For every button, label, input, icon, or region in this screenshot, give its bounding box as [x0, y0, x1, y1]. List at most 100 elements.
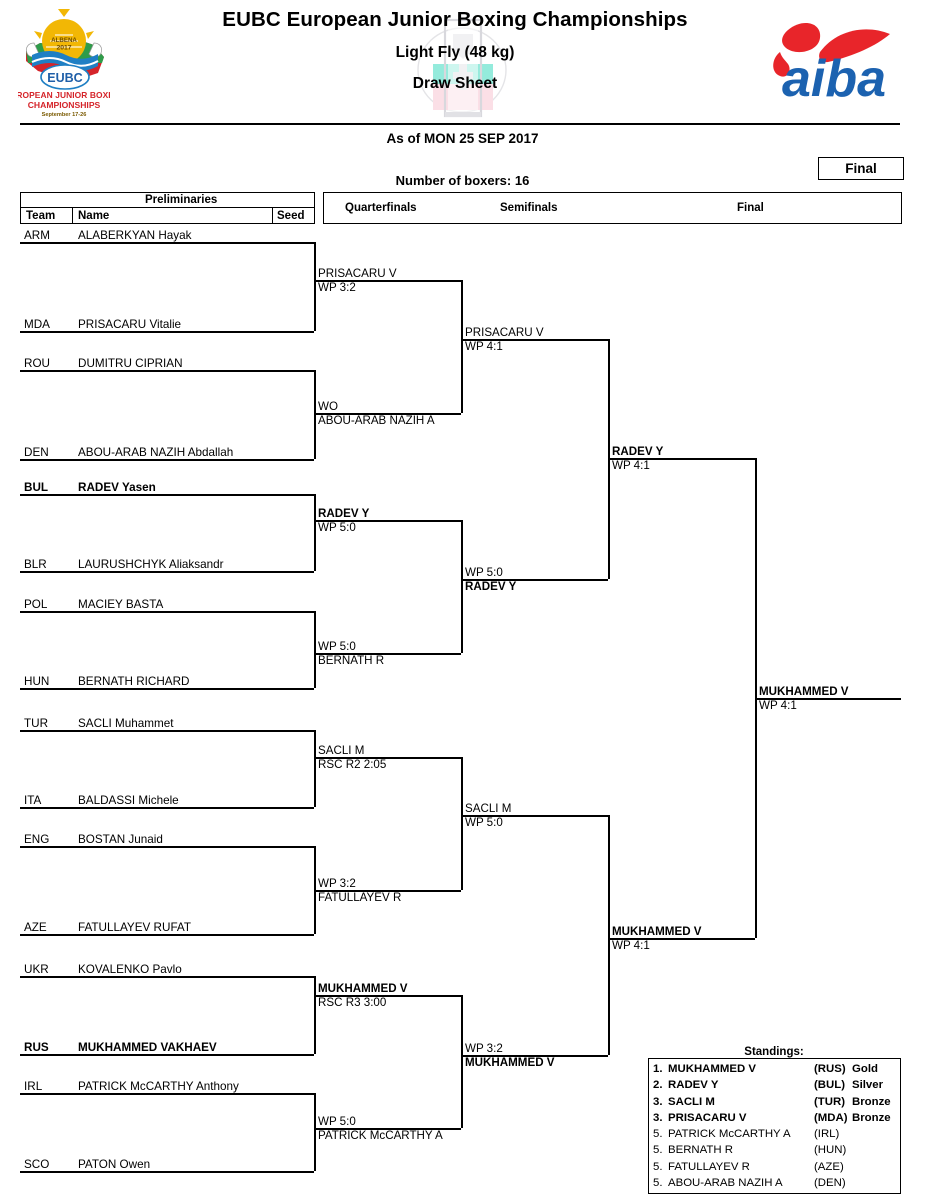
final-winner: RADEV Y	[612, 445, 664, 458]
svg-text:2017: 2017	[56, 44, 71, 51]
prelim-line	[20, 1093, 314, 1095]
header-label-name: Name	[78, 210, 110, 222]
prelim-team: IRL	[24, 1080, 43, 1093]
qf-score: RSC R3 3:00	[318, 996, 387, 1009]
standings-nation: (BUL)	[814, 1079, 845, 1092]
standings-medal: Gold	[852, 1063, 878, 1075]
qf-winner: PATRICK McCARTHY A	[318, 1129, 443, 1142]
svg-text:EUBC: EUBC	[47, 71, 82, 85]
prelim-line	[20, 688, 314, 690]
standings-row: 5.BERNATH R(HUN)	[649, 1142, 900, 1158]
prelim-team: HUN	[24, 675, 50, 688]
prelim-team: ARM	[24, 229, 50, 242]
svg-text:ALBENA: ALBENA	[51, 37, 77, 44]
prelim-team: POL	[24, 598, 48, 611]
prelim-name: KOVALENKO Pavlo	[78, 963, 182, 976]
weight-class: Light Fly (48 kg)	[395, 43, 515, 61]
qf-score: WP 5:0	[318, 521, 356, 534]
prelim-team: SCO	[24, 1158, 50, 1171]
final-line	[608, 458, 755, 460]
qf-line	[314, 1128, 461, 1130]
prelim-name: PRISACARU Vitalie	[78, 318, 182, 331]
standings-medal: Bronze	[852, 1095, 891, 1108]
prelim-pair-connector	[314, 494, 316, 571]
standings-name: PRISACARU V	[668, 1111, 747, 1124]
standings-nation: (MDA)	[814, 1111, 848, 1124]
standings-nation: (AZE)	[814, 1160, 844, 1173]
sf-winner: RADEV Y	[465, 580, 517, 593]
sf-winner: SACLI M	[465, 802, 512, 815]
sf-pair-connector	[608, 815, 610, 1055]
qf-line	[314, 520, 461, 522]
header-label-preliminaries: Preliminaries	[145, 194, 218, 206]
prelim-name: BOSTAN Junaid	[78, 833, 163, 846]
standings-rank: 5.	[653, 1144, 663, 1157]
champion-line	[755, 698, 901, 700]
prelim-pair-connector	[314, 242, 316, 331]
boxers-count: Number of boxers: 16	[395, 173, 530, 188]
standings-name: PATRICK McCARTHY A	[668, 1128, 791, 1141]
champion-name: MUKHAMMED V	[759, 685, 849, 698]
sf-line	[461, 339, 608, 341]
prelim-line	[20, 730, 314, 732]
qf-winner: RADEV Y	[318, 507, 370, 520]
watermark-logo	[415, 12, 510, 122]
qf-score: WP 3:2	[318, 281, 356, 294]
qf-score: WO	[318, 400, 338, 413]
standings-name: BERNATH R	[668, 1144, 733, 1157]
final-winner: MUKHAMMED V	[612, 925, 702, 938]
prelim-line	[20, 846, 314, 848]
sf-score: WP 4:1	[465, 340, 503, 353]
qf-pair-connector	[461, 280, 463, 413]
prelim-name: PATRICK McCARTHY Anthony	[78, 1080, 239, 1093]
prelim-pair-connector	[314, 976, 316, 1054]
prelim-team: ITA	[24, 794, 42, 807]
standings-nation: (IRL)	[814, 1128, 840, 1141]
svg-text:EUROPEAN JUNIOR BOXING: EUROPEAN JUNIOR BOXING	[18, 90, 110, 100]
sf-score: WP 5:0	[465, 816, 503, 829]
header-divider	[20, 123, 900, 125]
sf-line	[461, 579, 608, 581]
qf-winner: ABOU-ARAB NAZIH A	[318, 414, 435, 427]
qf-winner: MUKHAMMED V	[318, 982, 408, 995]
standings-name: FATULLAYEV R	[668, 1160, 750, 1173]
header-label-semifinals: Semifinals	[500, 202, 558, 214]
prelim-team: RUS	[24, 1041, 49, 1054]
prelim-pair-connector	[314, 611, 316, 688]
qf-pair-connector	[461, 520, 463, 653]
prelim-line	[20, 1054, 314, 1056]
sf-score: WP 3:2	[465, 1042, 503, 1055]
standings-row: 1.MUKHAMMED V(RUS)Gold	[649, 1061, 900, 1077]
sf-winner: MUKHAMMED V	[465, 1056, 555, 1069]
standings-row: 2.RADEV Y(BUL)Silver	[649, 1077, 900, 1093]
standings-rank: 1.	[653, 1063, 663, 1075]
qf-winner: FATULLAYEV R	[318, 891, 402, 904]
standings-row: 5.PATRICK McCARTHY A(IRL)	[649, 1126, 900, 1142]
prelim-team: ROU	[24, 357, 50, 370]
prelim-name: MACIEY BASTA	[78, 598, 164, 611]
standings-name: MUKHAMMED V	[668, 1063, 756, 1075]
title-block: EUBC European Junior Boxing Championship…	[130, 8, 780, 93]
header-label-team: Team	[26, 210, 56, 222]
qf-line	[314, 995, 461, 997]
standings-rank: 2.	[653, 1079, 663, 1092]
qf-winner: PRISACARU V	[318, 267, 397, 280]
sf-line	[461, 1055, 608, 1057]
prelim-name: FATULLAYEV RUFAT	[78, 921, 192, 934]
standings-row: 3.PRISACARU V(MDA)Bronze	[649, 1110, 900, 1126]
qf-line	[314, 890, 461, 892]
sf-winner: PRISACARU V	[465, 326, 544, 339]
standings-rank: 3.	[653, 1111, 663, 1124]
prelim-team: BLR	[24, 558, 47, 571]
prelim-team: TUR	[24, 717, 49, 730]
header-cell-seed	[272, 207, 315, 224]
prelim-team: AZE	[24, 921, 47, 934]
prelim-team: ENG	[24, 833, 50, 846]
prelim-line	[20, 1171, 314, 1173]
prelim-line	[20, 242, 314, 244]
standings-rank: 3.	[653, 1095, 663, 1108]
standings-nation: (DEN)	[814, 1177, 846, 1190]
